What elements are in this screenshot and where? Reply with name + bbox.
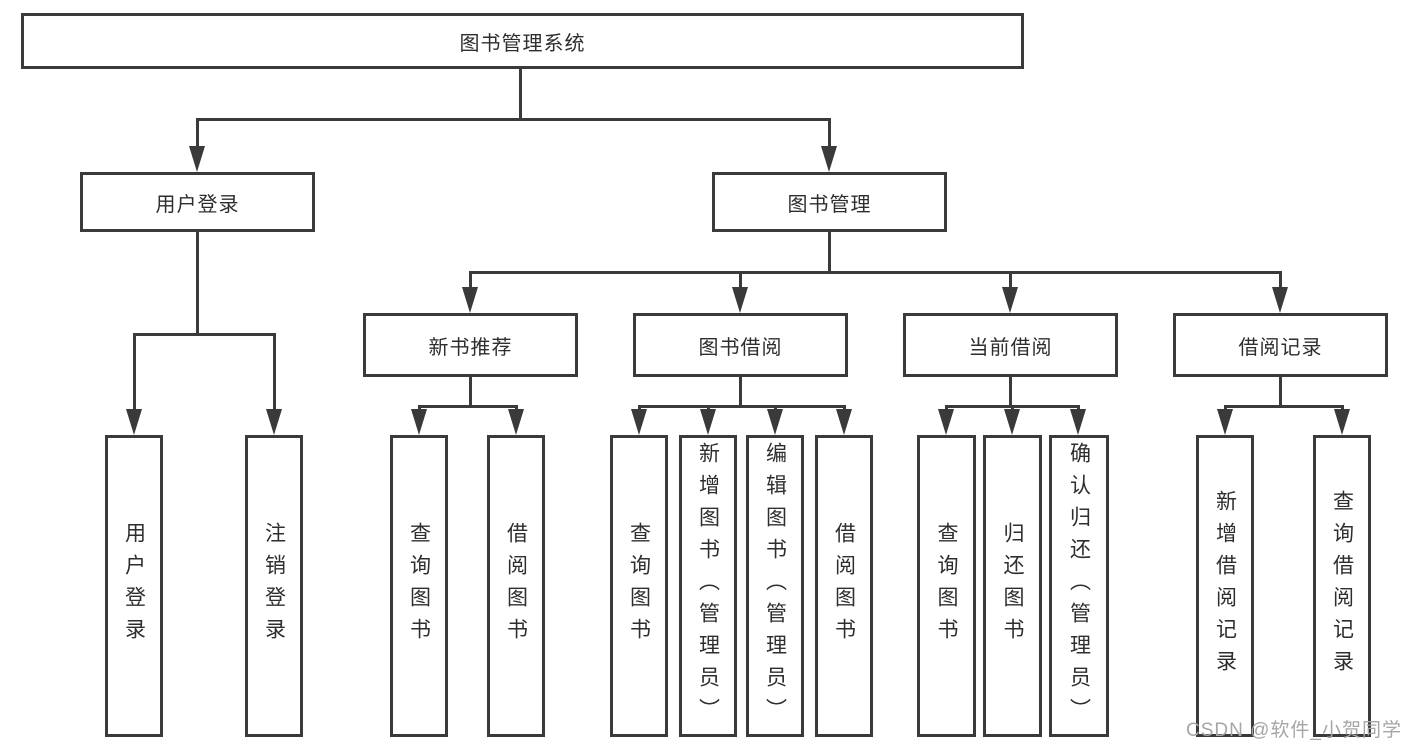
leaf-user-login: 用户登录 — [105, 435, 163, 737]
leaf-borrow-books-2-label: 借阅图书 — [832, 522, 856, 650]
leaf-query-books-2-label: 查询图书 — [627, 522, 651, 650]
arrowhead-down-icon — [411, 409, 427, 435]
arrowhead-down-icon — [508, 409, 524, 435]
leaf-query-books-1: 查询图书 — [390, 435, 448, 737]
connector-line — [469, 271, 472, 293]
leaf-add-books-admin: 新增图书（管理员） — [679, 435, 737, 737]
connector-line — [828, 118, 831, 151]
connector-line — [418, 405, 518, 408]
leaf-return-books-label: 归还图书 — [1001, 522, 1024, 650]
node-book-borrow: 图书借阅 — [633, 313, 848, 377]
arrowhead-down-icon — [700, 409, 716, 435]
arrowhead-down-icon — [1070, 409, 1086, 435]
connector-line — [1279, 377, 1282, 408]
leaf-borrow-books-1-label: 借阅图书 — [504, 522, 528, 650]
connector-line — [1224, 405, 1344, 408]
arrowhead-down-icon — [821, 146, 837, 172]
connector-line — [1279, 271, 1282, 293]
connector-line — [638, 405, 846, 408]
leaf-query-books-2: 查询图书 — [610, 435, 668, 737]
arrowhead-down-icon — [1002, 287, 1018, 313]
connector-line — [739, 377, 742, 408]
connector-line — [519, 69, 522, 120]
connector-line — [1009, 377, 1012, 408]
leaf-add-borrow-record-label: 新增借阅记录 — [1213, 490, 1237, 682]
leaf-edit-books-admin-label: 编辑图书（管理员） — [763, 442, 787, 730]
leaf-user-login-label: 用户登录 — [122, 522, 146, 650]
connector-line — [133, 333, 136, 413]
leaf-query-books-3-label: 查询图书 — [935, 522, 958, 650]
connector-line — [828, 232, 831, 274]
arrowhead-down-icon — [1217, 409, 1233, 435]
leaf-return-books: 归还图书 — [983, 435, 1042, 737]
leaf-logout: 注销登录 — [245, 435, 303, 737]
arrowhead-down-icon — [266, 409, 282, 435]
connector-line — [196, 118, 199, 151]
node-root: 图书管理系统 — [21, 13, 1024, 69]
arrowhead-down-icon — [1334, 409, 1350, 435]
node-book-borrow-label: 图书借阅 — [698, 336, 783, 359]
leaf-borrow-books-2: 借阅图书 — [815, 435, 873, 737]
connector-line — [1009, 271, 1012, 293]
arrowhead-down-icon — [767, 409, 783, 435]
node-current-borrow: 当前借阅 — [903, 313, 1118, 377]
node-borrow-records-label: 借阅记录 — [1238, 336, 1323, 359]
leaf-edit-books-admin: 编辑图书（管理员） — [746, 435, 804, 737]
node-borrow-records: 借阅记录 — [1173, 313, 1388, 377]
leaf-query-borrow-record: 查询借阅记录 — [1313, 435, 1371, 737]
arrowhead-down-icon — [631, 409, 647, 435]
leaf-query-borrow-record-label: 查询借阅记录 — [1330, 490, 1354, 682]
node-book-management-label: 图书管理 — [787, 193, 872, 216]
connector-line — [469, 377, 472, 408]
arrowhead-down-icon — [1004, 409, 1020, 435]
leaf-add-borrow-record: 新增借阅记录 — [1196, 435, 1254, 737]
node-book-management: 图书管理 — [712, 172, 947, 232]
leaf-logout-label: 注销登录 — [262, 522, 286, 650]
connector-line — [739, 271, 742, 293]
node-new-book-recommend-label: 新书推荐 — [428, 336, 513, 359]
arrowhead-down-icon — [1272, 287, 1288, 313]
arrowhead-down-icon — [189, 146, 205, 172]
arrowhead-down-icon — [836, 409, 852, 435]
leaf-query-books-1-label: 查询图书 — [407, 522, 431, 650]
leaf-borrow-books-1: 借阅图书 — [487, 435, 545, 737]
arrowhead-down-icon — [126, 409, 142, 435]
node-root-label: 图书管理系统 — [459, 32, 586, 55]
leaf-add-books-admin-label: 新增图书（管理员） — [696, 442, 720, 730]
node-new-book-recommend: 新书推荐 — [363, 313, 578, 377]
node-user-login-label: 用户登录 — [155, 193, 240, 216]
arrowhead-down-icon — [938, 409, 954, 435]
csdn-watermark: CSDN @软件_小贺同学 — [1186, 720, 1402, 741]
node-current-borrow-label: 当前借阅 — [968, 336, 1053, 359]
connector-line — [273, 333, 276, 413]
arrowhead-down-icon — [732, 287, 748, 313]
node-user-login: 用户登录 — [80, 172, 315, 232]
connector-line — [469, 271, 1282, 274]
leaf-confirm-return-admin-label: 确认归还（管理员） — [1067, 442, 1091, 730]
leaf-confirm-return-admin: 确认归还（管理员） — [1049, 435, 1109, 737]
connector-line — [133, 333, 276, 336]
arrowhead-down-icon — [462, 287, 478, 313]
connector-line — [196, 118, 831, 121]
leaf-query-books-3: 查询图书 — [917, 435, 976, 737]
connector-line — [196, 232, 199, 336]
